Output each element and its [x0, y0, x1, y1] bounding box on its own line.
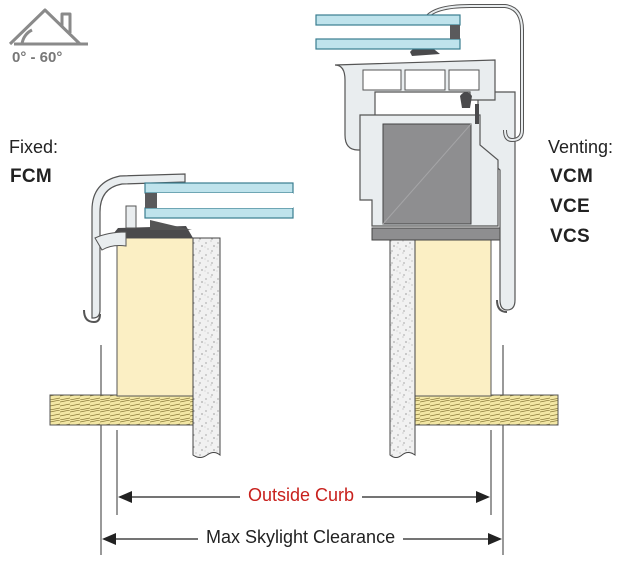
weatherstrip-right: [460, 92, 472, 108]
house-pitch-icon: [8, 8, 88, 46]
fixed-model-fcm: FCM: [10, 166, 53, 187]
frame-profile-left: [91, 173, 186, 319]
outer-frame-right: [477, 91, 516, 311]
wall-finish-right: [389, 237, 416, 458]
wall-finish-left: [192, 237, 221, 458]
frame-drip-left: [83, 309, 101, 324]
venting-model-vcm: VCM: [550, 166, 594, 187]
outside-curb-label: Outside Curb: [240, 485, 363, 506]
roof-deck-right: [414, 394, 559, 426]
venting-model-vcs: VCS: [550, 226, 590, 247]
curb-cap-right: [371, 227, 516, 241]
roof-deck-left: [49, 394, 194, 426]
frame-foot-left: [94, 231, 127, 251]
glass-unit-left: [144, 182, 294, 230]
wood-curb-right: [414, 237, 492, 397]
pitch-range-label: 0° - 60°: [12, 49, 63, 66]
venting-detail: [315, 3, 559, 555]
fixed-heading: Fixed:: [9, 137, 59, 157]
max-clearance-label: Max Skylight Clearance: [198, 527, 404, 548]
frame-web-left: [125, 205, 137, 229]
fixed-detail: [49, 173, 294, 555]
sash-chambers: [362, 69, 480, 91]
venting-model-vce: VCE: [550, 196, 590, 217]
wood-curb-left: [116, 237, 194, 397]
glass-unit-right: [315, 14, 461, 50]
venting-heading: Venting:: [548, 137, 614, 157]
